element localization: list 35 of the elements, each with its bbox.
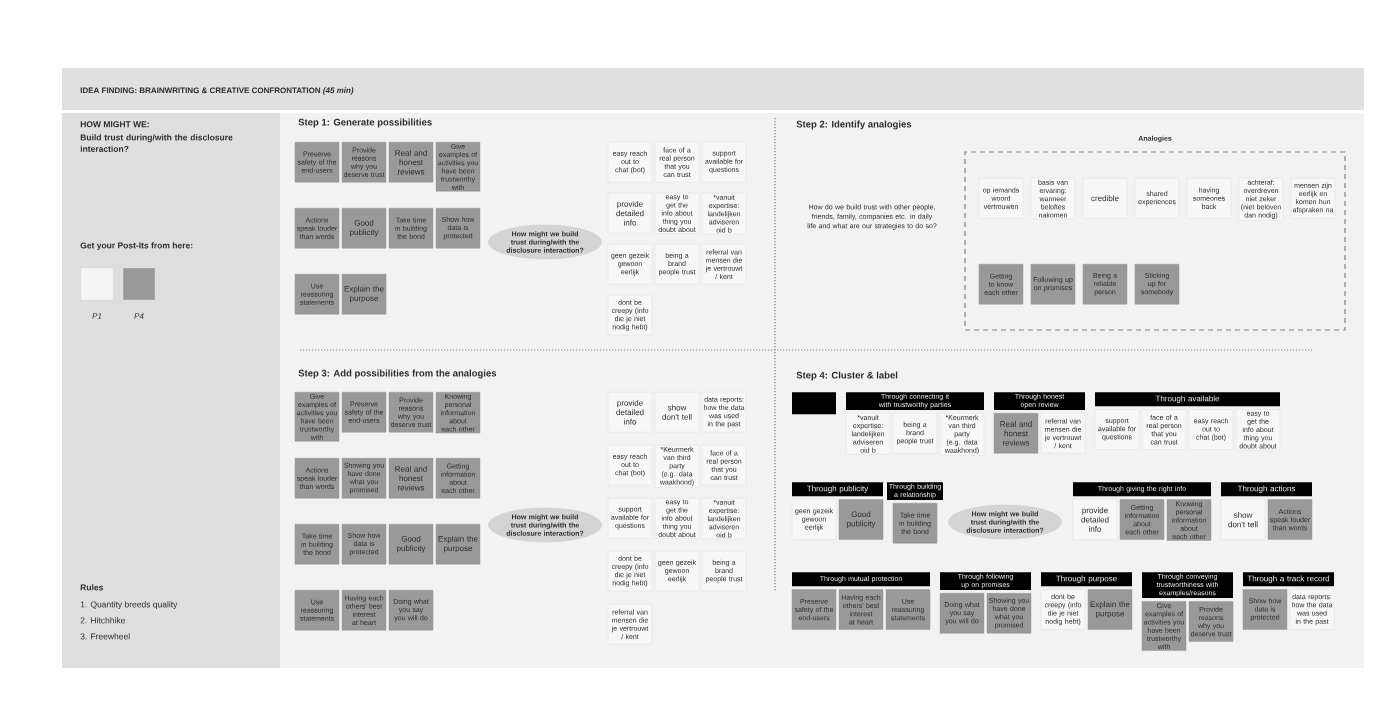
header-bar: IDEA FINDING: BRAINWRITING & CREATIVE CONFRONTATION (45 min): [62, 68, 1364, 110]
sticky-note: Real and honest reviews: [993, 413, 1039, 454]
sticky-note: provide detailed info: [607, 193, 653, 234]
sticky-note: credible: [1082, 178, 1128, 219]
sticky-note: provide detailed info: [1072, 499, 1118, 540]
blank-card: [792, 392, 836, 415]
heading: Build trust during/with the disclosure interaction?: [80, 134, 233, 152]
heading: Get your Post-Its from here:: [80, 242, 193, 251]
step-heading: Step 1: Generate possibilities: [298, 118, 432, 128]
label-card: Through publicity: [792, 482, 883, 497]
rule-text: 1. Quantity breeds quality: [80, 601, 178, 610]
label-card: Through a track record: [1243, 572, 1334, 587]
sticky-note: Good publicity: [388, 524, 434, 565]
sticky-note: provide detailed info: [607, 392, 653, 433]
sticky-note: Real and honest reviews: [388, 142, 434, 183]
step-heading: Step 4: Cluster & label: [796, 371, 898, 381]
sticky-note: Explain the purpose: [435, 524, 481, 565]
rule-text: 3. Freewheel: [80, 633, 130, 640]
label-card: Through actions: [1221, 482, 1312, 497]
legend-text: P1: [92, 313, 102, 319]
sticky-note: show don't tell: [1220, 499, 1266, 540]
heading: HOW MIGHT WE:: [80, 121, 149, 128]
sticky-note: Real and honest reviews: [388, 458, 434, 499]
label-card: Through purpose: [1041, 572, 1132, 587]
rule-text: 2. Hitchhike: [80, 617, 125, 624]
label-card: Through available: [1095, 392, 1280, 407]
heading: Rules: [80, 584, 103, 591]
sticky-note: show don't tell: [654, 392, 700, 433]
sticky-note: Explain the purpose: [341, 274, 387, 315]
sticky-note: Good publicity: [341, 208, 387, 249]
step-heading: Step 2: Identify analogies: [796, 120, 912, 130]
step-heading: Step 3: Add possibilities from the analogies: [298, 369, 497, 379]
sticky-note: Good publicity: [838, 499, 884, 540]
sticky-note: Explain the purpose: [1087, 589, 1133, 630]
legend-text: P4: [134, 313, 144, 319]
